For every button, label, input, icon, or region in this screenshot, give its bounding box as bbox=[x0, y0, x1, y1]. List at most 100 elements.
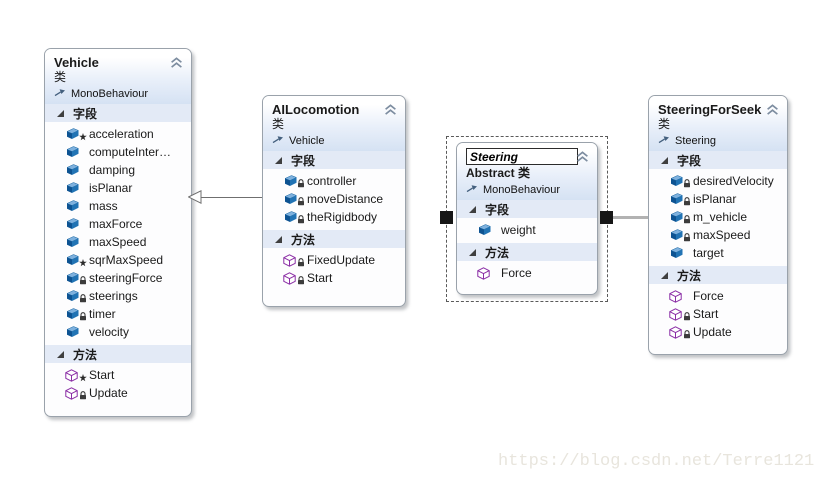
field-icon bbox=[669, 174, 690, 188]
field-row[interactable]: desiredVelocity bbox=[649, 172, 787, 190]
member-name: mass bbox=[89, 199, 118, 213]
field-row[interactable]: mass bbox=[45, 197, 191, 215]
field-row[interactable]: sqrMaxSpeed bbox=[45, 251, 191, 269]
section-expander-icon[interactable] bbox=[661, 271, 668, 279]
inheritance-arrowhead-icon[interactable] bbox=[188, 190, 202, 204]
star-badge-icon bbox=[79, 130, 87, 144]
connector-endpoint-handle-right[interactable] bbox=[600, 211, 613, 224]
method-icon bbox=[65, 386, 86, 400]
field-icon bbox=[477, 223, 493, 237]
base-class-name: Vehicle bbox=[289, 135, 325, 147]
member-section-header[interactable]: 方法 bbox=[457, 243, 597, 261]
field-icon bbox=[65, 145, 81, 159]
member-section-header[interactable]: 方法 bbox=[263, 230, 405, 248]
section-label: 字段 bbox=[485, 202, 510, 217]
field-row[interactable]: moveDistance bbox=[263, 190, 405, 208]
method-row[interactable]: Start bbox=[649, 305, 787, 323]
class-header: Vehicle 类 MonoBehaviour bbox=[45, 49, 191, 104]
field-icon bbox=[65, 127, 87, 141]
lock-badge-icon bbox=[683, 231, 691, 245]
lock-badge-icon bbox=[297, 177, 305, 191]
member-section-header[interactable]: 字段 bbox=[45, 104, 191, 122]
field-icon bbox=[65, 181, 81, 195]
lock-badge-icon bbox=[79, 292, 87, 306]
field-row[interactable]: computeInter… bbox=[45, 143, 191, 161]
field-row[interactable]: damping bbox=[45, 161, 191, 179]
section-expander-icon[interactable] bbox=[275, 235, 282, 243]
field-row[interactable]: target bbox=[649, 244, 787, 262]
section-expander-icon[interactable] bbox=[469, 205, 476, 213]
class-title: Vehicle bbox=[54, 55, 99, 70]
field-row[interactable]: weight bbox=[457, 221, 597, 239]
method-row[interactable]: Start bbox=[263, 269, 405, 287]
method-row[interactable]: Update bbox=[649, 323, 787, 341]
field-row[interactable]: acceleration bbox=[45, 125, 191, 143]
collapse-chevron-icon[interactable] bbox=[766, 103, 780, 115]
field-row[interactable]: isPlanar bbox=[649, 190, 787, 208]
member-name: maxSpeed bbox=[693, 228, 751, 242]
lock-badge-icon bbox=[683, 213, 691, 227]
inheritance-arrow-icon bbox=[54, 87, 66, 101]
field-row[interactable]: m_vehicle bbox=[649, 208, 787, 226]
inheritance-connector-ailocomotion-vehicle[interactable] bbox=[201, 197, 262, 198]
field-row[interactable]: maxSpeed bbox=[45, 233, 191, 251]
member-section-header[interactable]: 方法 bbox=[649, 266, 787, 284]
lock-badge-icon bbox=[297, 195, 305, 209]
member-section-header[interactable]: 字段 bbox=[457, 200, 597, 218]
member-section-header[interactable]: 方法 bbox=[45, 345, 191, 363]
method-icon bbox=[65, 368, 87, 382]
member-section-header[interactable]: 字段 bbox=[649, 151, 787, 169]
section-expander-icon[interactable] bbox=[275, 156, 282, 164]
field-icon bbox=[65, 289, 86, 303]
field-row[interactable]: theRigidbody bbox=[263, 208, 405, 226]
collapse-chevron-icon[interactable] bbox=[170, 56, 184, 68]
inheritance-arrow-icon bbox=[466, 183, 478, 197]
class-stereotype: Abstract 类 bbox=[466, 166, 531, 180]
base-class-row: Vehicle bbox=[272, 132, 396, 148]
collapse-chevron-icon[interactable] bbox=[576, 150, 590, 162]
field-icon bbox=[65, 199, 81, 213]
section-expander-icon[interactable] bbox=[469, 248, 476, 256]
class-stereotype: 类 bbox=[272, 117, 285, 131]
base-class-name: MonoBehaviour bbox=[71, 88, 149, 100]
connector-endpoint-handle-left[interactable] bbox=[440, 211, 453, 224]
section-expander-icon[interactable] bbox=[57, 350, 64, 358]
field-row[interactable]: controller bbox=[263, 172, 405, 190]
method-row[interactable]: Start bbox=[45, 366, 191, 384]
field-row[interactable]: steeringForce bbox=[45, 269, 191, 287]
class-member-list: 字段 desiredVelocity isPlanar m_vehicle maxSpe… bbox=[649, 151, 787, 345]
section-expander-icon[interactable] bbox=[57, 109, 64, 117]
field-row[interactable]: steerings bbox=[45, 287, 191, 305]
field-row[interactable]: maxSpeed bbox=[649, 226, 787, 244]
member-name: FixedUpdate bbox=[307, 253, 376, 267]
member-name: isPlanar bbox=[693, 192, 737, 206]
inheritance-connector-steeringforseek-steering[interactable] bbox=[612, 216, 648, 219]
method-row[interactable]: Update bbox=[45, 384, 191, 402]
field-row[interactable]: isPlanar bbox=[45, 179, 191, 197]
member-section-header[interactable]: 字段 bbox=[263, 151, 405, 169]
field-row[interactable]: timer bbox=[45, 305, 191, 323]
class-title-edit-input[interactable] bbox=[466, 148, 578, 165]
method-row[interactable]: Force bbox=[649, 287, 787, 305]
member-name: maxForce bbox=[89, 217, 143, 231]
collapse-chevron-icon[interactable] bbox=[384, 103, 398, 115]
method-row[interactable]: FixedUpdate bbox=[263, 251, 405, 269]
field-icon bbox=[283, 210, 304, 224]
field-row[interactable]: maxForce bbox=[45, 215, 191, 233]
method-row[interactable]: Force bbox=[457, 264, 597, 282]
class-stereotype: 类 bbox=[658, 117, 671, 131]
lock-badge-icon bbox=[79, 310, 87, 324]
field-icon bbox=[669, 210, 690, 224]
method-icon bbox=[283, 271, 304, 285]
section-expander-icon[interactable] bbox=[661, 156, 668, 164]
lock-badge-icon bbox=[297, 256, 305, 270]
member-group: Force bbox=[457, 261, 597, 286]
member-name: Update bbox=[89, 386, 128, 400]
field-row[interactable]: velocity bbox=[45, 323, 191, 341]
section-label: 方法 bbox=[291, 232, 316, 247]
